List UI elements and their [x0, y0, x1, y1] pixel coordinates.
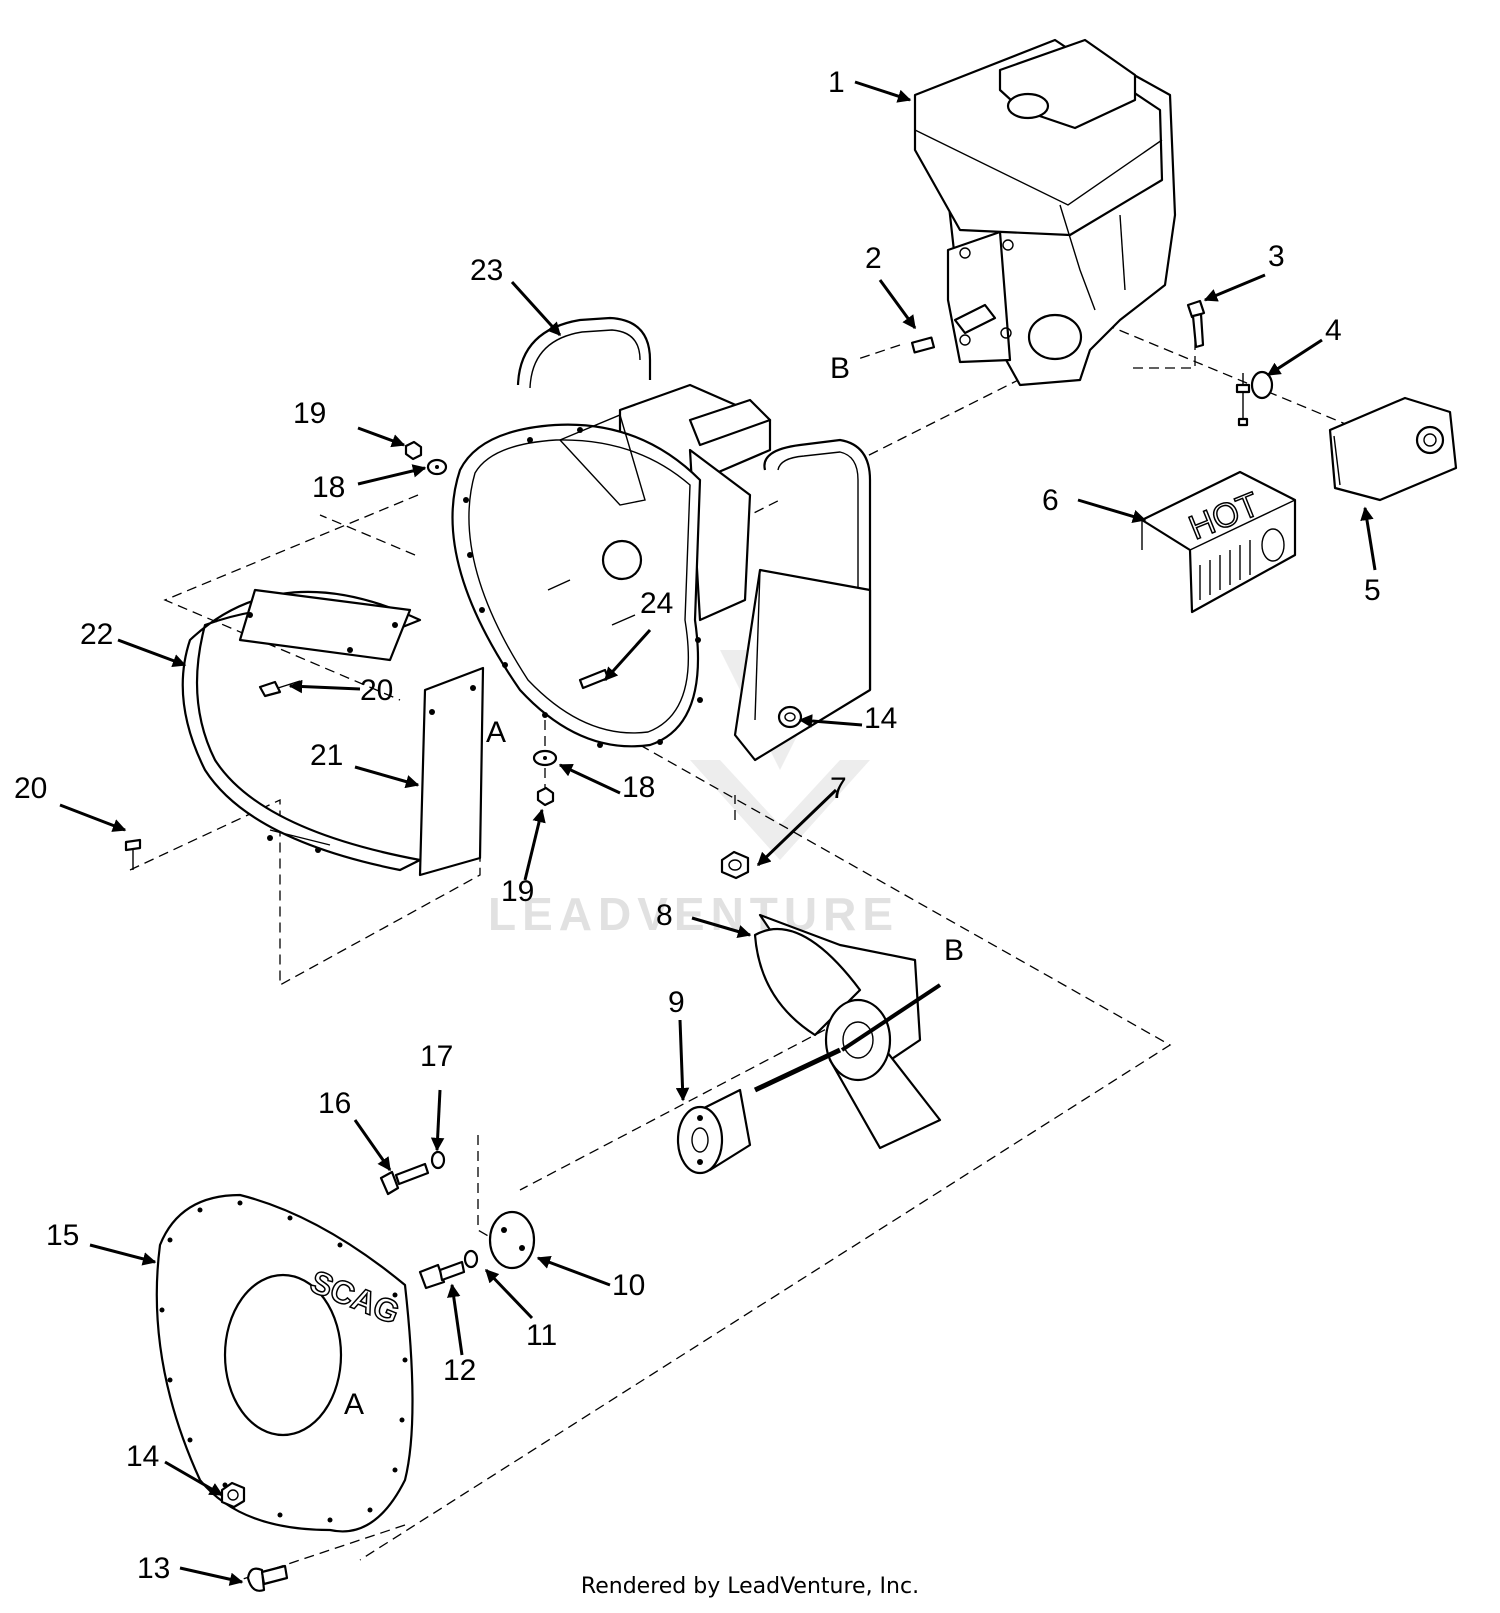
reference-letters: B B A A: [344, 352, 964, 1421]
ref-letter-b-top: B: [830, 352, 850, 385]
ref-letter-a-bottom: A: [344, 1388, 364, 1421]
screw[interactable]: [124, 838, 142, 870]
callout-9: 9: [668, 986, 685, 1019]
shaft-key[interactable]: [910, 336, 936, 354]
callout-13: 13: [137, 1552, 170, 1585]
flange-nut[interactable]: [220, 1481, 246, 1509]
callout-3: 3: [1268, 240, 1285, 273]
air-filter[interactable]: [1328, 396, 1458, 502]
impeller[interactable]: [753, 913, 942, 1150]
housing-cover[interactable]: SCAG: [155, 1193, 414, 1533]
washer[interactable]: [430, 1150, 446, 1170]
cap-screw[interactable]: [418, 1260, 466, 1290]
flange-nut[interactable]: [720, 850, 750, 880]
hex-bolt[interactable]: [379, 1162, 430, 1196]
housing-bolt-holes: [463, 427, 703, 748]
callout-1: 1: [828, 66, 845, 99]
liner[interactable]: [267, 666, 485, 877]
callout-15: 15: [46, 1219, 79, 1252]
callout-17: 17: [420, 1040, 453, 1073]
callout-2: 2: [865, 242, 882, 275]
shaft: [753, 1047, 842, 1093]
hub[interactable]: [676, 1088, 752, 1175]
screw[interactable]: [258, 680, 301, 698]
callout-11: 11: [526, 1319, 557, 1352]
callout-5: 5: [1364, 574, 1381, 607]
callout-21: 21: [310, 739, 343, 772]
engine[interactable]: [913, 38, 1177, 387]
watermark-text: LEADVENTURE: [488, 888, 899, 940]
callout-10: 10: [612, 1269, 645, 1302]
ref-letter-b-bottom: B: [944, 934, 964, 967]
heat-shield[interactable]: HOT: [1140, 470, 1297, 614]
nut[interactable]: [404, 440, 423, 461]
cover-bolt-holes: [159, 1200, 408, 1523]
bolt[interactable]: [1186, 299, 1206, 349]
callout-19-lower: 19: [501, 875, 534, 908]
footer-credit: Rendered by LeadVenture, Inc.: [580, 1574, 920, 1599]
callout-6: 6: [1042, 484, 1059, 517]
callout-14-upper: 14: [864, 702, 897, 735]
callout-24: 24: [640, 587, 673, 620]
callout-20-lower: 20: [14, 772, 47, 805]
callout-14-lower: 14: [126, 1440, 159, 1473]
lock-washer[interactable]: [463, 1249, 479, 1269]
callout-20-upper: 20: [360, 674, 393, 707]
ref-letter-a-top: A: [486, 716, 506, 749]
callout-18-upper: 18: [312, 471, 345, 504]
retainer-plate[interactable]: [488, 1210, 536, 1270]
callout-19-upper: 19: [293, 397, 326, 430]
callout-4: 4: [1325, 314, 1342, 347]
leader-arrows: [59, 80, 1377, 1586]
callout-23: 23: [470, 254, 503, 287]
outer-wrap[interactable]: [181, 588, 422, 872]
callout-16: 16: [318, 1087, 351, 1120]
clamp[interactable]: [1235, 370, 1274, 427]
callout-22: 22: [80, 618, 113, 651]
callout-numbers: 1 2 3 4 5 6 7 8 9 10 11 12 13 14 15 16 1…: [14, 66, 1381, 1585]
callout-8: 8: [656, 899, 673, 932]
blower-housing[interactable]: [451, 316, 872, 762]
flange-nut[interactable]: [777, 705, 803, 729]
flat-washer[interactable]: [426, 458, 448, 476]
nut[interactable]: [536, 786, 555, 807]
carriage-bolt[interactable]: [246, 1564, 289, 1592]
callout-7: 7: [830, 772, 847, 805]
flat-washer[interactable]: [532, 749, 558, 767]
callout-12: 12: [443, 1354, 476, 1387]
callout-18-lower: 18: [622, 771, 655, 804]
